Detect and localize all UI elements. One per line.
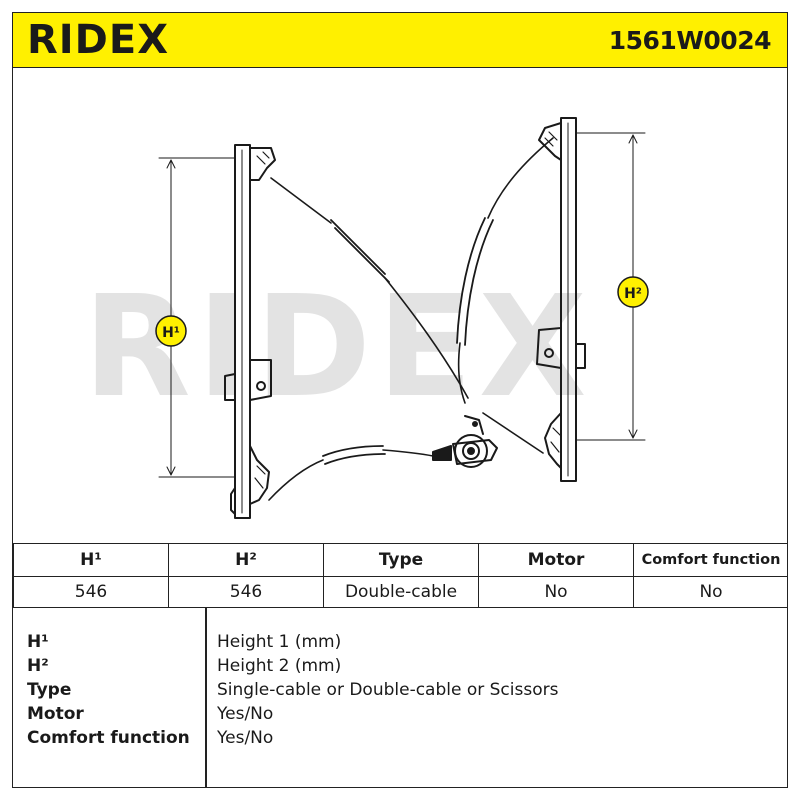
legend-row: H¹ Height 1 (mm): [13, 630, 787, 654]
spec-value-motor: No: [478, 576, 634, 608]
spec-header-h2: H²: [168, 543, 324, 577]
legend-value: Yes/No: [217, 704, 274, 724]
product-sheet: RIDEX 1561W0024 RIDEX: [12, 12, 788, 788]
brand-watermark: RIDEX: [83, 266, 593, 429]
brand-logo: RIDEX: [27, 17, 170, 63]
spec-header-comfort: Comfort function: [633, 543, 787, 577]
legend-key: Type: [27, 680, 72, 700]
legend-value: Yes/No: [217, 728, 274, 748]
legend-row: H² Height 2 (mm): [13, 654, 787, 678]
legend-row: Comfort function Yes/No: [13, 726, 787, 750]
part-number: 1561W0024: [608, 26, 772, 55]
cable-sheaths: [322, 217, 494, 465]
legend: H¹ Height 1 (mm) H² Height 2 (mm) Type S…: [13, 607, 787, 787]
spec-header-h1: H¹: [13, 543, 169, 577]
legend-key: H¹: [27, 632, 49, 652]
legend-divider: [205, 608, 207, 787]
spec-value-row: 546 546 Double-cable No No: [13, 576, 787, 608]
h2-badge: H²: [617, 276, 649, 308]
spec-header-type: Type: [323, 543, 479, 577]
header-bar: RIDEX 1561W0024: [13, 13, 787, 68]
spec-value-comfort: No: [633, 576, 787, 608]
spec-value-type: Double-cable: [323, 576, 479, 608]
cables: [268, 137, 554, 501]
left-rail: [224, 144, 276, 519]
spec-value-h1: 546: [13, 576, 169, 608]
legend-row: Type Single-cable or Double-cable or Sci…: [13, 678, 787, 702]
spec-value-h2: 546: [168, 576, 324, 608]
right-rail: [536, 117, 586, 482]
drive-drum: [432, 415, 498, 468]
legend-key: Motor: [27, 704, 84, 724]
spec-header-motor: Motor: [478, 543, 634, 577]
h2-label: H²: [624, 286, 642, 302]
legend-row: Motor Yes/No: [13, 702, 787, 726]
technical-drawing: RIDEX: [13, 68, 787, 543]
h1-label: H¹: [162, 325, 180, 341]
window-regulator-drawing: H¹ H²: [155, 117, 649, 519]
legend-value: Height 1 (mm): [217, 632, 342, 652]
legend-value: Single-cable or Double-cable or Scissors: [217, 680, 559, 700]
spec-table: H¹ H² Type Motor Comfort function 546 54…: [13, 543, 787, 608]
spec-header-row: H¹ H² Type Motor Comfort function: [13, 543, 787, 577]
h1-badge: H¹: [155, 315, 187, 347]
legend-key: Comfort function: [27, 728, 190, 748]
legend-key: H²: [27, 656, 49, 676]
legend-value: Height 2 (mm): [217, 656, 342, 676]
dimension-lines: [158, 132, 646, 478]
